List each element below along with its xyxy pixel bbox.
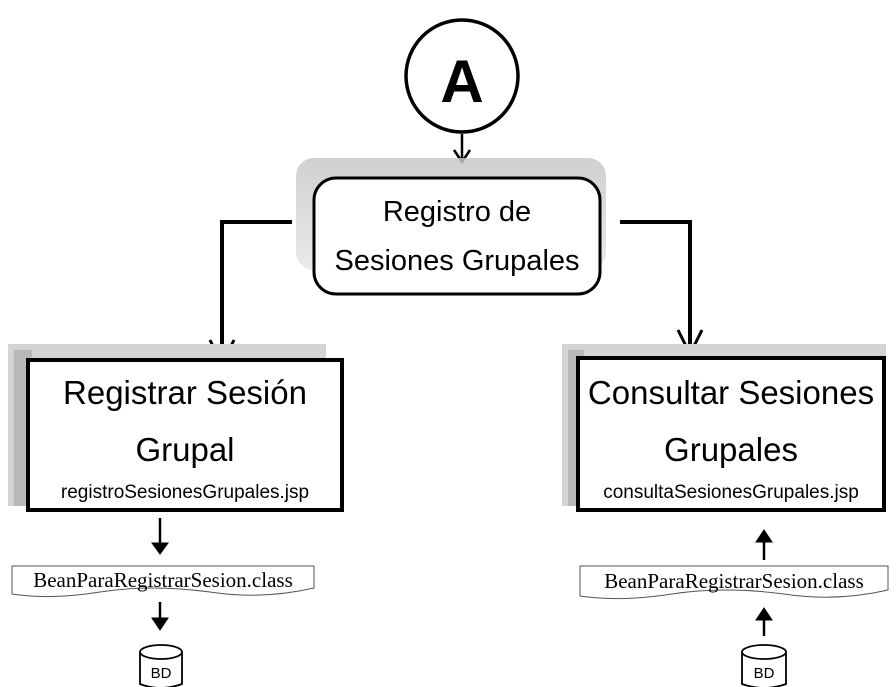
arrow-left-box-to-bean [151,518,169,555]
left-box-title-line2: Grupal [135,431,235,468]
arrow-right-bean-to-box [755,529,773,560]
arrow-root-to-right [620,220,704,358]
right-box [576,356,886,512]
root-title-line2: Sesiones Grupales [334,245,580,277]
right-db-label: BD [753,666,775,682]
arrow-right-db-to-bean [755,607,773,636]
root-box [312,176,602,296]
connector-circle [404,18,520,134]
right-bean-shape [579,565,889,600]
arrow-root-to-left [208,220,292,368]
root-title-line1: Registro de [382,196,532,228]
left-box-title-line1: Registrar Sesión [63,374,307,411]
connector-label: A [440,48,484,115]
arrow-left-bean-to-db [151,602,169,631]
right-bean-label: BeanParaRegistrarSesion.class [604,569,864,593]
left-db-label: BD [150,666,172,682]
left-box [26,358,344,512]
left-bean-label: BeanParaRegistrarSesion.class [33,568,293,592]
left-db-cylinder [139,644,183,687]
arrow-a-to-root [452,134,472,165]
right-box-title-line1: Consultar Sesiones [587,374,875,411]
left-bean-shape [11,565,315,598]
right-box-title-line2: Grupales [664,431,798,468]
right-box-file: consultaSesionesGrupales.jsp [603,482,859,503]
left-box-file: registroSesionesGrupales.jsp [60,482,310,503]
right-db-cylinder [741,644,787,687]
